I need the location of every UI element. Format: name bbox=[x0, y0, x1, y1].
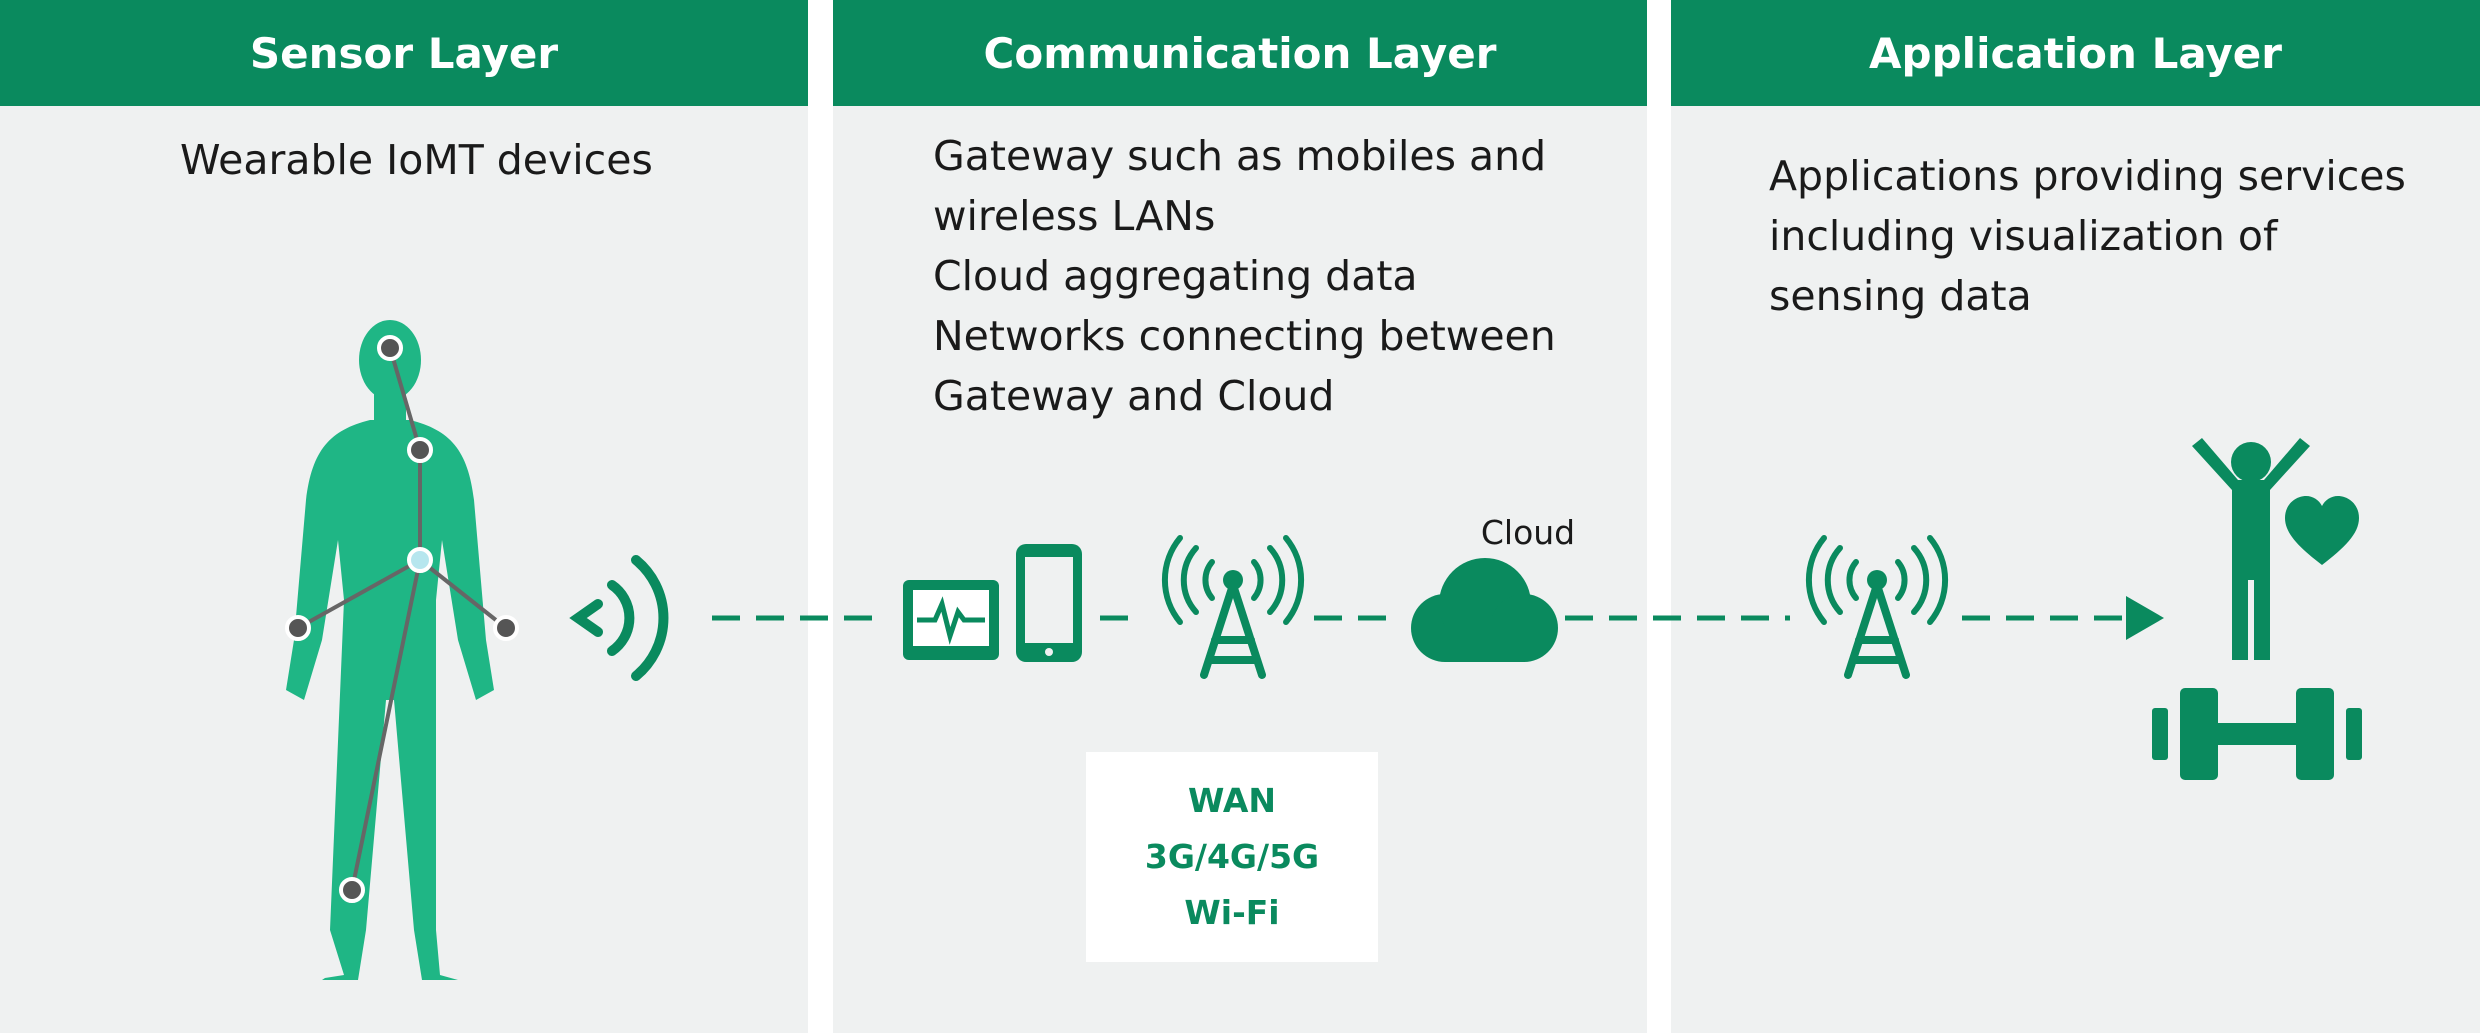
communication-description-line: wireless LANs bbox=[933, 192, 1216, 240]
communication-description-line: Gateway such as mobiles and bbox=[933, 132, 1547, 180]
body-sensors bbox=[285, 335, 519, 903]
application-description-line: Applications providing services bbox=[1769, 152, 2406, 200]
left-wrist-sensor bbox=[285, 615, 311, 641]
arrow-head-icon bbox=[2126, 596, 2164, 640]
right-wrist-sensor bbox=[493, 615, 519, 641]
body-sensor-network bbox=[297, 347, 508, 891]
application-layer-panel: Application Layer Applications providing… bbox=[1671, 0, 2480, 1033]
ankle-sensor bbox=[339, 877, 365, 903]
sensor-layer-header: Sensor Layer bbox=[0, 0, 808, 106]
cloud-label: Cloud bbox=[1480, 513, 1576, 552]
smartphone-icon bbox=[1016, 544, 1082, 662]
person-cheering-icon bbox=[2192, 438, 2310, 660]
cell-tower-icon bbox=[1805, 535, 1949, 679]
communication-description-line: Networks connecting between bbox=[933, 312, 1556, 360]
network-types-box: WAN 3G/4G/5G Wi-Fi bbox=[1086, 752, 1378, 962]
monitor-icon bbox=[903, 580, 999, 660]
dumbbell-icon bbox=[2152, 688, 2362, 780]
human-body-icon bbox=[286, 320, 494, 980]
sensor-description-line: Wearable IoMT devices bbox=[180, 136, 653, 184]
network-type-wifi: Wi-Fi bbox=[1184, 893, 1280, 932]
communication-layer-description: Gateway such as mobiles and wireless LAN… bbox=[933, 126, 1556, 426]
application-description-line: sensing data bbox=[1769, 272, 2032, 320]
cloud-icon bbox=[1411, 558, 1558, 662]
network-type-cellular: 3G/4G/5G bbox=[1144, 837, 1320, 876]
application-layer-description: Applications providing services includin… bbox=[1769, 146, 2406, 326]
communication-layer-header: Communication Layer bbox=[833, 0, 1647, 106]
application-layer-header: Application Layer bbox=[1671, 0, 2480, 106]
application-description-line: including visualization of bbox=[1769, 212, 2278, 260]
cell-tower-icon bbox=[1161, 535, 1305, 679]
head-sensor bbox=[377, 335, 403, 361]
wireless-signal-icon bbox=[569, 555, 669, 681]
communication-description-line: Gateway and Cloud bbox=[933, 372, 1335, 420]
sensor-layer-description: Wearable IoMT devices bbox=[180, 130, 653, 190]
chest-sensor bbox=[407, 437, 433, 463]
sensor-layer-panel: Sensor Layer Wearable IoMT devices bbox=[0, 0, 808, 1033]
heart-icon bbox=[2285, 496, 2359, 565]
core-sensor bbox=[407, 547, 433, 573]
network-type-wan: WAN bbox=[1187, 781, 1277, 820]
communication-description-line: Cloud aggregating data bbox=[933, 252, 1418, 300]
